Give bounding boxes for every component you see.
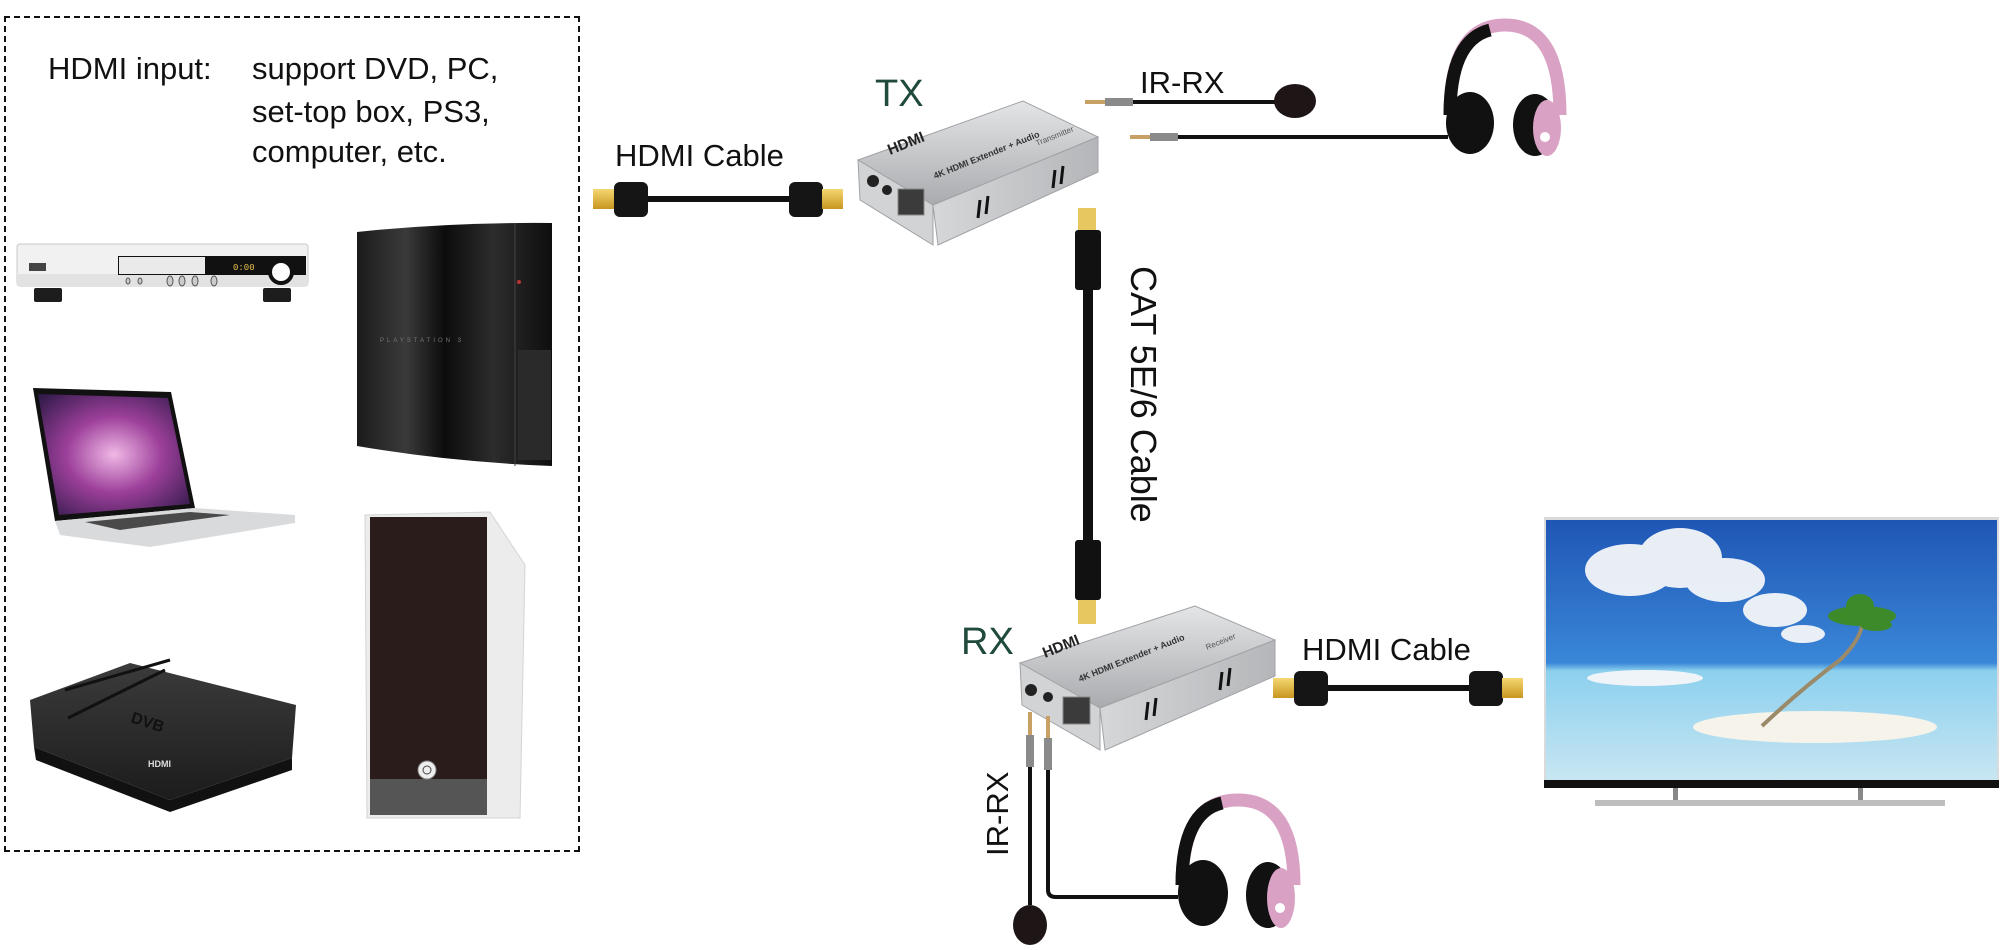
cat-cable-label: CAT 5E/6 Cable (1123, 266, 1164, 523)
headphones-rx (1175, 793, 1301, 928)
tx-ir-cable (1085, 84, 1316, 118)
rx-ir-cable (1013, 712, 1047, 945)
rx-tag: RX (961, 621, 1014, 663)
rx-audio-cable (1044, 716, 1178, 899)
hdmi-input-line-2: set-top box, PS3, (252, 94, 490, 129)
ir-sensor-rx (1013, 905, 1047, 945)
tv (1544, 517, 1999, 806)
pc-tower (364, 511, 526, 819)
hdmi-cable-output-label: HDMI Cable (1302, 632, 1471, 667)
stb-hdmi-text: HDMI (148, 759, 171, 769)
ps3-console: PLAYSTATION 3 (357, 222, 552, 466)
set-top-box: DVB HDMI (30, 658, 296, 812)
tx-tag: TX (875, 73, 924, 115)
hdmi-input-line-1: support DVD, PC, (252, 51, 499, 86)
hdmi-cable-input (593, 182, 843, 217)
headphones-tx (1443, 18, 1567, 156)
dvd-player: 0:00 (16, 243, 309, 302)
hdmi-input-line-3: computer, etc. (252, 134, 447, 169)
rx-ir-label: IR-RX (980, 771, 1015, 856)
ir-sensor-tx (1274, 84, 1316, 118)
dvd-display-text: 0:00 (233, 263, 255, 273)
laptop (33, 388, 295, 547)
cat-cable (1075, 208, 1101, 624)
hdmi-input-label: HDMI input: (48, 51, 212, 86)
input-sources-frame (4, 16, 580, 852)
tx-extender: HDMI 4K HDMI Extender + Audio Transmitte… (856, 100, 1100, 246)
hdmi-cable-input-label: HDMI Cable (615, 138, 784, 173)
ps3-brand-text: PLAYSTATION 3 (380, 338, 464, 344)
hdmi-cable-output (1273, 671, 1523, 706)
tx-ir-label: IR-RX (1140, 65, 1225, 100)
rx-extender: HDMI 4K HDMI Extender + Audio Receiver (1018, 605, 1277, 751)
tx-audio-cable (1130, 133, 1448, 141)
